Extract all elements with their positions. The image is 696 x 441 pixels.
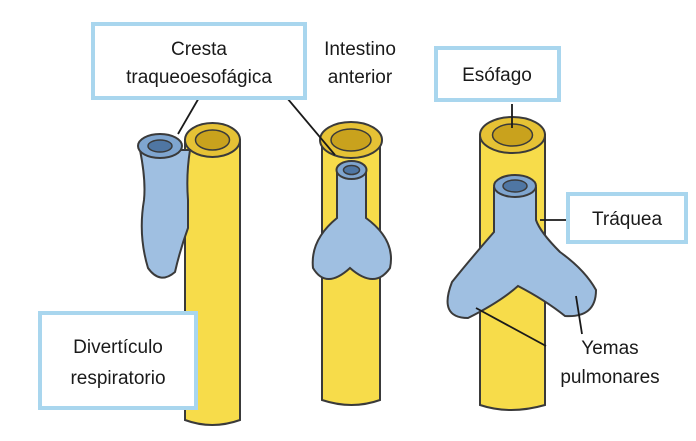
label-diverticulo-respiratorio: Divertículo respiratorio — [38, 311, 198, 410]
label-yemas-line2: pulmonares — [560, 367, 659, 388]
label-yemas-pulmonares: Yemas pulmonares — [560, 338, 659, 388]
label-esofago-text: Esófago — [462, 65, 532, 86]
label-cresta-line1: Cresta — [171, 39, 227, 60]
label-cresta-traqueoesofagica: Cresta traqueoesofágica — [91, 22, 307, 100]
label-intestino-anterior: Intestino anterior — [324, 39, 396, 88]
stage3-trachea-lumen — [502, 179, 528, 193]
leader-yemas-right — [575, 295, 583, 335]
label-traquea-text: Tráquea — [592, 209, 662, 230]
stage-3-lung-buds — [446, 116, 598, 411]
stage2-trachea-bud — [311, 171, 392, 280]
stage2-trachea-lumen — [342, 164, 361, 176]
stage-1-diverticulum — [137, 122, 241, 426]
stage3-trachea-with-buds — [446, 187, 598, 320]
label-cresta-line2: traqueoesofágica — [126, 67, 272, 88]
label-diverticulo-line2: respiratorio — [70, 368, 165, 389]
leader-intestino — [281, 91, 336, 156]
label-diverticulo-line1: Divertículo — [73, 337, 163, 358]
label-esofago: Esófago — [434, 46, 561, 102]
stage2-foregut-lumen — [330, 128, 372, 152]
stage1-diverticulum-bud — [138, 149, 192, 279]
stage1-diverticulum-lumen — [147, 139, 173, 153]
label-traquea: Tráquea — [566, 192, 688, 244]
stage-2-septum — [311, 121, 392, 406]
label-intestino-line2: anterior — [328, 67, 393, 88]
stage1-esophagus-lumen — [194, 129, 231, 151]
label-intestino-line1: Intestino — [324, 39, 396, 60]
label-yemas-line1: Yemas — [581, 338, 638, 359]
leader-yemas-left — [475, 307, 547, 347]
leader-cresta — [177, 95, 201, 135]
stage1-esophagus-tube — [184, 139, 241, 426]
